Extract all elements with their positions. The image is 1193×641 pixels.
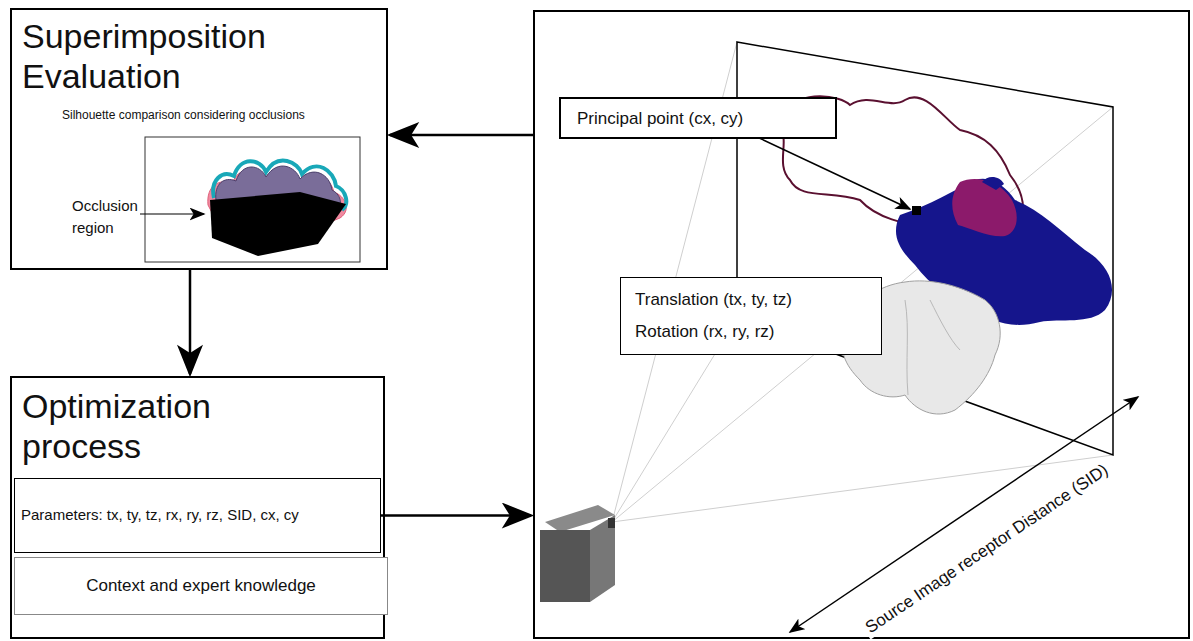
sid-arrow <box>790 397 1138 632</box>
overlap-region <box>952 179 1017 236</box>
box-text: Context and expert knowledge <box>15 576 387 596</box>
context-box: Context and expert knowledge <box>14 557 388 615</box>
target-silhouette-tip <box>982 177 1004 190</box>
parameter-list: Parameters: tx, ty, tz, rx, ry, rz, SID,… <box>21 506 299 523</box>
box-heading: Optimization process <box>22 386 322 466</box>
flow-arrow <box>390 134 533 137</box>
principal-point-leader <box>757 137 910 209</box>
callout-text: Rotation (rx, ry, rz) <box>635 322 774 342</box>
axis-label: Source Image receptor Distance (SID) <box>859 458 1114 639</box>
evaluation-picture-frame <box>145 137 360 262</box>
box-subtitle: Silhouette comparison considering occlus… <box>62 108 305 122</box>
evaluation-box: Superimposition EvaluationSilhouette com… <box>10 8 388 270</box>
callout-text: Principal point (cx, cy) <box>577 109 743 129</box>
callout-box: Translation (tx, ty, tz) Rotation (rx, ry… <box>620 277 882 355</box>
principal-point <box>912 206 921 215</box>
box-heading: Superimposition Evaluation <box>22 16 372 96</box>
camera <box>540 505 615 602</box>
callout-text: Translation (tx, ty, tz) <box>635 290 792 310</box>
skull-crease <box>905 300 960 395</box>
picture-label: Occlusion region <box>72 195 140 239</box>
flow-arrow <box>381 514 531 517</box>
occlusion-region <box>210 192 346 256</box>
parameters-box: Parameters: tx, ty, tz, rx, ry, rz, SID,… <box>14 478 381 553</box>
occlusion-leader <box>140 213 204 214</box>
callout-box: Principal point (cx, cy) <box>559 97 837 139</box>
projection-panel: Source Image receptor Distance (SID) Prin… <box>533 10 1190 639</box>
optimization-box: Optimization processParameters: tx, ty, … <box>10 376 385 639</box>
flow-arrow <box>189 270 192 374</box>
